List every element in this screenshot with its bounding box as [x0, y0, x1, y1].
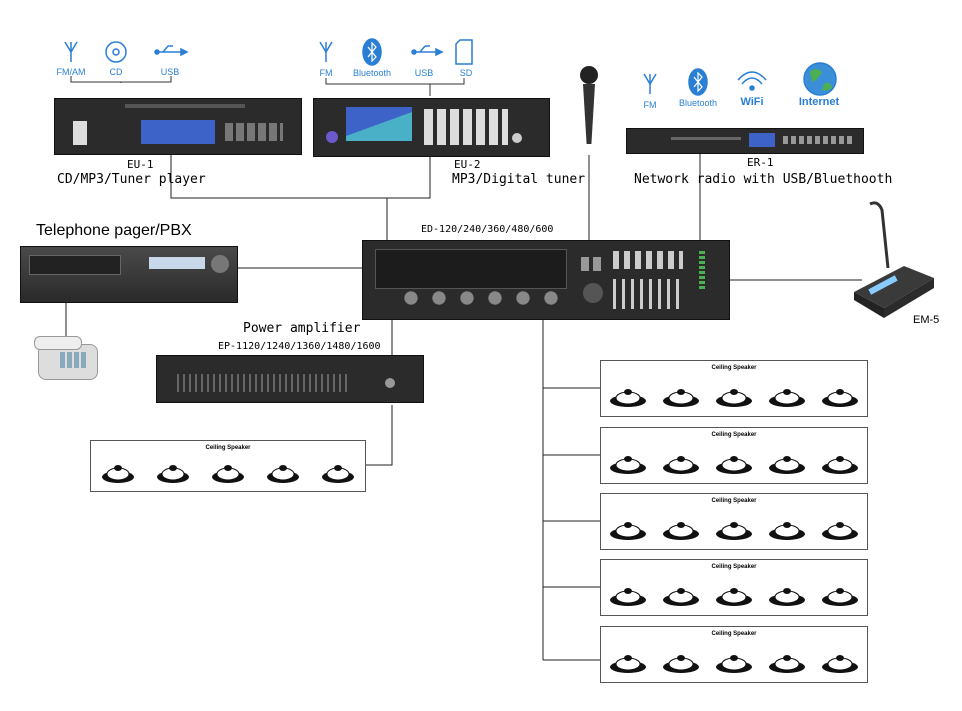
eu1-device	[54, 98, 302, 155]
speaker-icon	[769, 456, 806, 474]
telephone-handset	[34, 336, 100, 384]
speaker-icon	[609, 655, 646, 673]
er1-src-wifi: WiFi	[740, 96, 764, 108]
speaker-icon	[769, 522, 806, 540]
eu1-src-fmam: FM/AM	[56, 67, 86, 77]
amp-model: EP-1120/1240/1360/1480/1600	[218, 341, 381, 352]
speaker-group-title: Ceiling Speaker	[205, 445, 251, 451]
speaker-group-left: Ceiling Speaker	[90, 440, 366, 492]
speaker-icon	[715, 456, 752, 474]
mixer-model: ED-120/240/360/480/600	[421, 224, 554, 235]
speaker-icon	[609, 588, 646, 606]
speaker-icon	[715, 522, 752, 540]
speaker-icon	[609, 522, 646, 540]
eu2-sources	[312, 36, 492, 96]
speaker-icon	[715, 655, 752, 673]
speaker-icon	[609, 456, 646, 474]
speaker-icon	[822, 389, 859, 407]
eu2-src-sd: SD	[459, 68, 473, 78]
er1-model: ER-1	[747, 156, 774, 169]
telephone-desc: Telephone pager/PBX	[36, 222, 192, 239]
speaker-group-title: Ceiling Speaker	[711, 498, 757, 504]
eu2-model: EU-2	[454, 158, 481, 171]
eu2-desc: MP3/Digital tuner	[452, 172, 586, 187]
speaker-icon	[662, 655, 699, 673]
speaker-icon	[769, 389, 806, 407]
speaker-icon	[822, 588, 859, 606]
speaker-icon	[662, 588, 699, 606]
speaker-icon	[662, 522, 699, 540]
er1-desc: Network radio with USB/Bluethooth	[634, 172, 893, 187]
em5-device	[848, 200, 938, 320]
speaker-icon	[662, 456, 699, 474]
power-amp-device	[156, 355, 424, 403]
er1-device	[626, 128, 864, 154]
eu1-sources	[55, 38, 205, 83]
speaker-icon	[715, 389, 752, 407]
er1-src-internet: Internet	[798, 96, 840, 108]
eu1-model: EU-1	[127, 158, 154, 171]
er1-src-fm: FM	[643, 100, 657, 110]
amp-desc: Power amplifier	[243, 321, 361, 336]
speaker-icon	[715, 588, 752, 606]
speaker-icon	[822, 456, 859, 474]
speaker-icon	[266, 465, 299, 483]
speaker-group-title: Ceiling Speaker	[711, 631, 757, 637]
eu2-src-fm: FM	[319, 68, 333, 78]
speaker-icon	[157, 465, 190, 483]
speaker-icon	[211, 465, 244, 483]
er1-src-bluetooth: Bluetooth	[678, 98, 718, 108]
speaker-group-right-1: Ceiling Speaker	[600, 360, 868, 417]
eu1-src-usb: USB	[160, 67, 180, 77]
speaker-group-right-2: Ceiling Speaker	[600, 427, 868, 484]
speaker-icon	[662, 389, 699, 407]
eu2-src-usb: USB	[414, 68, 434, 78]
speaker-group-title: Ceiling Speaker	[711, 432, 757, 438]
speaker-icon	[609, 389, 646, 407]
er1-sources	[636, 62, 856, 112]
eu1-desc: CD/MP3/Tuner player	[57, 172, 206, 187]
speaker-group-right-4: Ceiling Speaker	[600, 559, 868, 616]
speaker-group-title: Ceiling Speaker	[711, 564, 757, 570]
speaker-group-right-5: Ceiling Speaker	[600, 626, 868, 683]
speaker-icon	[822, 522, 859, 540]
mixer-device	[362, 240, 730, 320]
eu2-device	[313, 98, 550, 157]
speaker-icon	[769, 655, 806, 673]
speaker-icon	[102, 465, 135, 483]
speaker-icon	[321, 465, 354, 483]
speaker-icon	[769, 588, 806, 606]
em5-model: EM-5	[913, 314, 940, 326]
telephone-pager-device	[20, 246, 238, 303]
eu2-src-bluetooth: Bluetooth	[352, 68, 392, 78]
speaker-group-title: Ceiling Speaker	[711, 365, 757, 371]
speaker-group-right-3: Ceiling Speaker	[600, 493, 868, 550]
speaker-icon	[822, 655, 859, 673]
eu1-src-cd: CD	[109, 67, 123, 77]
microphone	[576, 66, 602, 158]
